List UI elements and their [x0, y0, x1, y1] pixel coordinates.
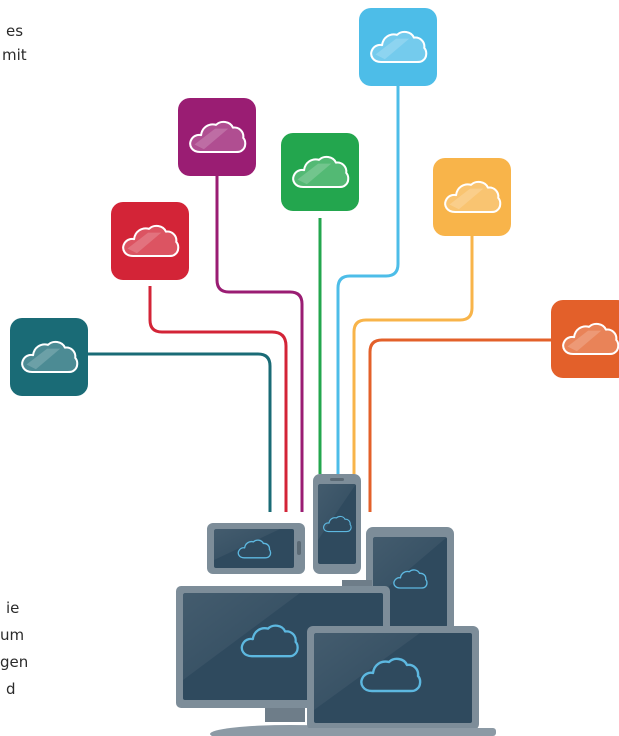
line-teal [88, 352, 272, 512]
intro-text-line-2: mit [2, 46, 27, 64]
cloud-app-icon-yellow [433, 158, 511, 236]
cloud-app-icon-blue [359, 8, 437, 86]
connection-lines [88, 86, 556, 512]
outro-text-line-2: um [0, 626, 25, 644]
line-orange [368, 338, 556, 512]
line-purple [215, 176, 304, 512]
line-red [148, 286, 288, 512]
line-yellow [352, 236, 474, 474]
cloud-app-icon-teal [10, 318, 88, 396]
cloud-app-icons [10, 8, 619, 396]
outro-text-line-4: d [6, 680, 16, 698]
line-blue [336, 86, 400, 474]
cloud-app-icon-purple [178, 98, 256, 176]
cloud-app-icon-red [111, 202, 189, 280]
outro-text-line-1: ie [6, 599, 20, 617]
outro-text-line-3: gen [0, 653, 29, 671]
intro-text-line-1: es [6, 22, 24, 40]
cloud-app-icon-orange [551, 300, 619, 378]
laptop [290, 626, 496, 736]
devices [176, 474, 496, 736]
phone-landscape [207, 523, 305, 574]
cloud-app-icon-green [281, 133, 359, 211]
phone-portrait [313, 474, 361, 574]
